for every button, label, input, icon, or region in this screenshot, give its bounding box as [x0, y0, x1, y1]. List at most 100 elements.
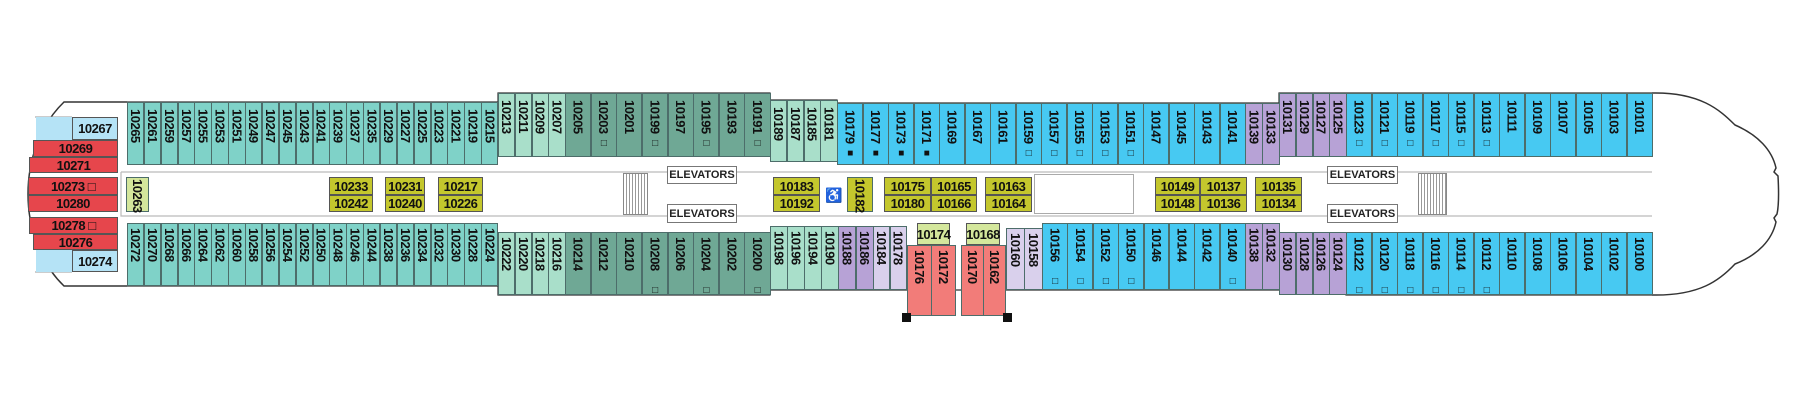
cabin-10204[interactable]: 10204□	[693, 232, 720, 296]
cabin-10264[interactable]: 10264	[194, 223, 212, 286]
cabin-10195[interactable]: 10195□	[693, 93, 720, 157]
cabin-10258[interactable]: 10258	[245, 223, 263, 286]
cabin-10100[interactable]: 10100	[1626, 232, 1653, 295]
cabin-10201[interactable]: 10201	[616, 93, 643, 157]
cabin-10229[interactable]: 10229	[379, 102, 398, 165]
cabin-10131[interactable]: 10131	[1279, 93, 1297, 157]
cabin-10103[interactable]: 10103	[1601, 93, 1627, 157]
cabin-10212[interactable]: 10212	[590, 232, 617, 295]
cabin-10214[interactable]: 10214	[565, 232, 592, 295]
cabin-10118[interactable]: 10118□	[1397, 232, 1423, 296]
cabin-10271[interactable]: 10271	[29, 157, 118, 173]
cabin-10113[interactable]: 10113□	[1473, 93, 1500, 157]
cabin-10256[interactable]: 10256	[261, 223, 280, 286]
cabin-10129[interactable]: 10129	[1295, 93, 1313, 157]
cabin-10142[interactable]: 10142	[1194, 223, 1221, 290]
cabin-10227[interactable]: 10227	[396, 102, 415, 165]
cabin-10254[interactable]: 10254	[278, 223, 297, 286]
cabin-10213[interactable]: 10213	[498, 93, 516, 157]
cabin-10194[interactable]: 10194	[804, 226, 822, 290]
cabin-10222[interactable]: 10222	[498, 232, 516, 295]
cabin-10161[interactable]: 10161	[990, 103, 1016, 165]
cabin-10114[interactable]: 10114□	[1448, 232, 1474, 296]
cabin-10200[interactable]: 10200□	[744, 232, 771, 296]
cabin-10104[interactable]: 10104	[1575, 232, 1602, 295]
cabin-10168[interactable]: 10168	[966, 223, 1000, 245]
cabin-10242[interactable]: 10242	[329, 195, 373, 212]
cabin-10220[interactable]: 10220	[514, 232, 532, 295]
cabin-10105[interactable]: 10105	[1575, 93, 1602, 157]
cabin-10225[interactable]: 10225	[413, 102, 432, 165]
cabin-10179[interactable]: 10179■	[837, 103, 863, 165]
cabin-10253[interactable]: 10253	[211, 102, 229, 165]
cabin-10270[interactable]: 10270	[143, 223, 162, 286]
cabin-10153[interactable]: 10153□	[1092, 103, 1118, 165]
cabin-10205[interactable]: 10205	[565, 93, 592, 157]
cabin-10209[interactable]: 10209	[531, 93, 549, 157]
cabin-10261[interactable]: 10261	[143, 102, 162, 165]
cabin-10189[interactable]: 10189	[770, 100, 788, 162]
cabin-10196[interactable]: 10196	[787, 226, 805, 290]
cabin-10164[interactable]: 10164	[985, 195, 1032, 212]
cabin-10112[interactable]: 10112□	[1473, 232, 1500, 296]
cabin-10239[interactable]: 10239	[329, 102, 347, 165]
cabin-10102[interactable]: 10102	[1601, 232, 1627, 295]
cabin-10146[interactable]: 10146	[1143, 223, 1170, 290]
cabin-10124[interactable]: 10124	[1329, 232, 1347, 295]
cabin-10226[interactable]: 10226	[438, 195, 483, 212]
cabin-10269[interactable]: 10269	[33, 140, 118, 157]
cabin-10147[interactable]: 10147	[1143, 103, 1169, 165]
cabin-10140[interactable]: 10140□	[1219, 223, 1246, 290]
cabin-10134[interactable]: 10134	[1255, 195, 1302, 212]
cabin-10110[interactable]: 10110	[1499, 232, 1525, 295]
cabin-10278[interactable]: 10278 □	[29, 217, 118, 234]
cabin-10188[interactable]: 10188	[838, 226, 856, 290]
cabin-10211[interactable]: 10211	[514, 93, 532, 157]
cabin-10182[interactable]: 10182	[847, 177, 873, 213]
cabin-10173[interactable]: 10173■	[888, 103, 914, 165]
cabin-10145[interactable]: 10145	[1168, 103, 1195, 165]
cabin-10192[interactable]: 10192	[773, 195, 820, 212]
cabin-10178[interactable]: 10178	[889, 226, 907, 290]
cabin-10199[interactable]: 10199□	[641, 93, 668, 157]
cabin-10198[interactable]: 10198	[770, 226, 788, 290]
cabin-10120[interactable]: 10120□	[1371, 232, 1398, 296]
cabin-10121[interactable]: 10121□	[1371, 93, 1398, 157]
cabin-10172[interactable]: 10172	[931, 245, 956, 316]
cabin-10202[interactable]: 10202	[718, 232, 745, 295]
cabin-10130[interactable]: 10130	[1279, 232, 1297, 295]
cabin-10260[interactable]: 10260	[228, 223, 246, 286]
cabin-10249[interactable]: 10249	[245, 102, 263, 165]
cabin-10247[interactable]: 10247	[261, 102, 280, 165]
cabin-10175[interactable]: 10175	[884, 177, 931, 195]
cabin-10207[interactable]: 10207	[548, 93, 566, 157]
cabin-10109[interactable]: 10109	[1524, 93, 1551, 157]
cabin-10230[interactable]: 10230	[447, 223, 465, 286]
cabin-10210[interactable]: 10210	[616, 232, 643, 295]
cabin-10280[interactable]: 10280	[28, 195, 118, 212]
cabin-10119[interactable]: 10119□	[1397, 93, 1423, 157]
cabin-10185[interactable]: 10185	[803, 100, 821, 162]
cabin-10157[interactable]: 10157□	[1041, 103, 1067, 165]
cabin-10246[interactable]: 10246	[346, 223, 364, 286]
cabin-10268[interactable]: 10268	[160, 223, 179, 286]
cabin-10152[interactable]: 10152□	[1092, 223, 1119, 290]
cabin-10111[interactable]: 10111	[1499, 93, 1525, 157]
cabin-10126[interactable]: 10126	[1312, 232, 1330, 295]
cabin-10162[interactable]: 10162	[983, 245, 1006, 316]
cabin-10136[interactable]: 10136	[1200, 195, 1247, 212]
cabin-10108[interactable]: 10108	[1524, 232, 1551, 295]
cabin-10206[interactable]: 10206	[667, 232, 694, 295]
cabin-10165[interactable]: 10165	[931, 177, 977, 195]
cabin-10167[interactable]: 10167	[964, 103, 991, 165]
cabin-10166[interactable]: 10166	[931, 195, 977, 212]
cabin-10180[interactable]: 10180	[884, 195, 931, 212]
cabin-10219[interactable]: 10219	[464, 102, 482, 165]
cabin-10218[interactable]: 10218	[531, 232, 549, 295]
cabin-10128[interactable]: 10128	[1295, 232, 1313, 295]
cabin-10257[interactable]: 10257	[177, 102, 195, 165]
cabin-10217[interactable]: 10217	[438, 177, 483, 195]
cabin-10237[interactable]: 10237	[346, 102, 364, 165]
cabin-10155[interactable]: 10155□	[1066, 103, 1093, 165]
cabin-10177[interactable]: 10177■	[862, 103, 889, 165]
